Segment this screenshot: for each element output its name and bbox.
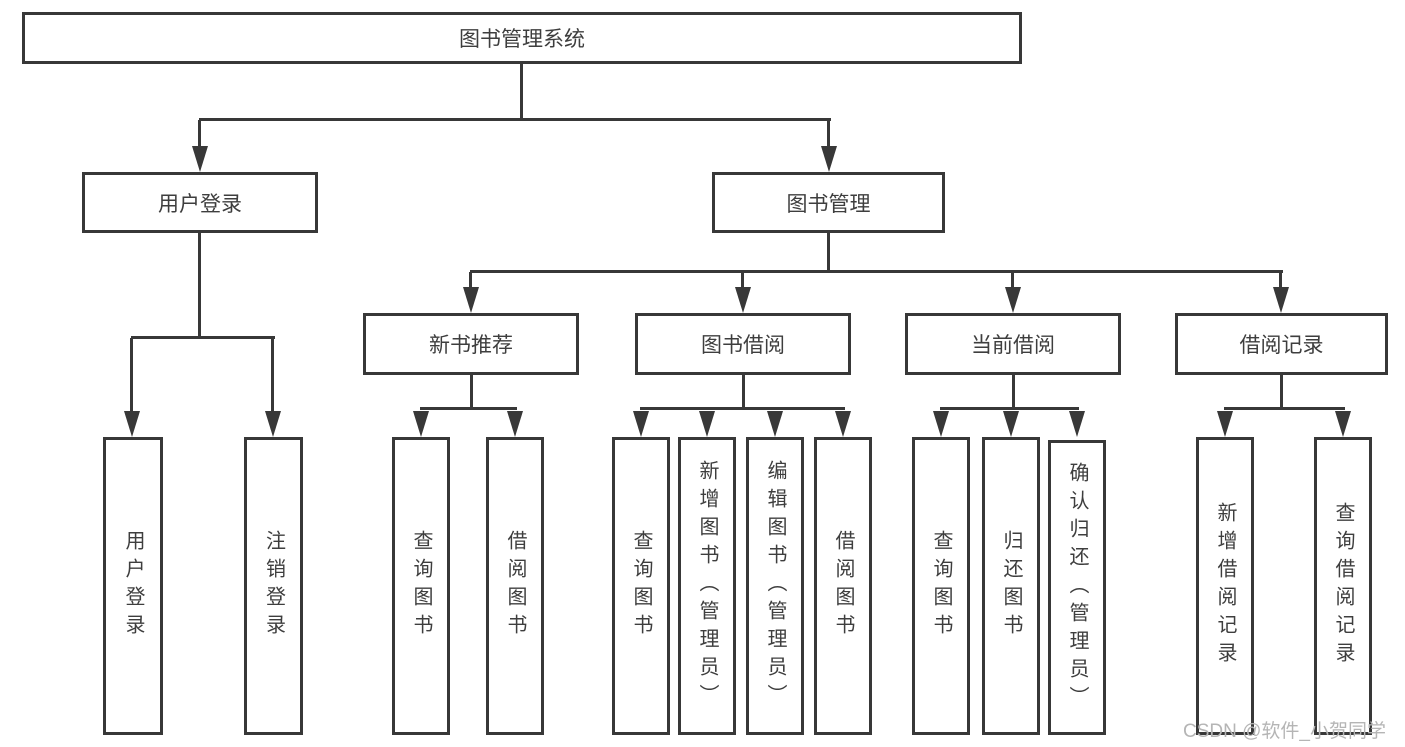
node-label: 编辑图书（管理员） [764, 460, 786, 712]
arrow-down-icon [1335, 411, 1351, 437]
node-label: 新增借阅记录 [1214, 502, 1236, 670]
node-current-borrowing: 当前借阅 [905, 313, 1121, 375]
node-label: 查询图书 [930, 530, 952, 642]
arrow-down-icon [1273, 287, 1289, 313]
connector-login-leaf-stem [130, 338, 133, 414]
node-label: 借阅图书 [504, 530, 526, 642]
connector-logout-leaf-stem [271, 338, 274, 414]
node-book-management: 图书管理 [712, 172, 945, 233]
leaf-return-books: 归还图书 [982, 437, 1040, 735]
arrow-down-icon [507, 411, 523, 437]
connector-borrow-records-rail [1224, 407, 1345, 410]
arrow-down-icon [124, 411, 140, 437]
node-label: 确认归还（管理员） [1066, 461, 1088, 714]
node-label: 归还图书 [1000, 530, 1022, 642]
arrow-down-icon [463, 287, 479, 313]
leaf-query-books-3: 查询图书 [912, 437, 970, 735]
leaf-add-books-admin: 新增图书（管理员） [678, 437, 736, 735]
node-label: 图书借阅 [701, 334, 785, 357]
leaf-user-login: 用户登录 [103, 437, 163, 735]
arrow-down-icon [767, 411, 783, 437]
arrow-down-icon [192, 146, 208, 172]
leaf-confirm-return-admin: 确认归还（管理员） [1048, 440, 1106, 735]
arrow-down-icon [821, 146, 837, 172]
node-book-borrowing: 图书借阅 [635, 313, 851, 375]
connector-book-mgmt-down [827, 233, 830, 270]
leaf-query-borrow-record: 查询借阅记录 [1314, 437, 1372, 735]
connector-book-mgmt-stem [827, 120, 830, 148]
connector-book-borrow-stem [741, 272, 744, 290]
arrow-down-icon [1005, 287, 1021, 313]
node-label: 用户登录 [122, 530, 144, 642]
leaf-borrow-books-2: 借阅图书 [814, 437, 872, 735]
connector-current-borrow-down [1012, 375, 1015, 407]
node-label: 注销登录 [262, 530, 285, 642]
connector-current-borrow-rail [940, 407, 1079, 410]
connector-root-stem [520, 64, 523, 118]
connector-book-borrow-rail [640, 407, 845, 410]
arrow-down-icon [1217, 411, 1233, 437]
arrow-down-icon [1003, 411, 1019, 437]
node-label: 新增图书（管理员） [696, 460, 718, 712]
node-label: 借阅图书 [832, 530, 854, 642]
node-label: 查询图书 [630, 530, 652, 642]
leaf-borrow-books-1: 借阅图书 [486, 437, 544, 735]
connector-book-borrow-down [742, 375, 745, 407]
arrow-down-icon [735, 287, 751, 313]
connector-user-login-rail [131, 336, 275, 339]
connector-new-book-stem [469, 272, 472, 290]
node-label: 借阅记录 [1239, 334, 1324, 357]
node-label: 图书管理 [786, 192, 871, 216]
node-label: 新书推荐 [429, 334, 513, 357]
node-borrowing-records: 借阅记录 [1175, 313, 1388, 375]
leaf-query-books-2: 查询图书 [612, 437, 670, 735]
leaf-edit-books-admin: 编辑图书（管理员） [746, 437, 804, 735]
connector-new-book-rail [420, 407, 517, 410]
arrow-down-icon [933, 411, 949, 437]
node-label: 查询图书 [410, 530, 432, 642]
leaf-query-books-1: 查询图书 [392, 437, 450, 735]
node-label: 当前借阅 [971, 334, 1055, 357]
node-user-login: 用户登录 [82, 172, 318, 233]
node-new-book-recommend: 新书推荐 [363, 313, 579, 375]
connector-borrow-records-stem [1279, 272, 1282, 290]
node-label: 用户登录 [158, 192, 242, 216]
leaf-logout: 注销登录 [244, 437, 303, 735]
leaf-add-borrow-record: 新增借阅记录 [1196, 437, 1254, 735]
connector-root-rail [199, 118, 831, 121]
node-label: 图书管理系统 [459, 28, 585, 51]
arrow-down-icon [265, 411, 281, 437]
arrow-down-icon [699, 411, 715, 437]
connector-borrow-records-down [1280, 375, 1283, 407]
connector-new-book-down [470, 375, 473, 407]
connector-book-mgmt-rail [470, 270, 1283, 273]
connector-current-borrow-stem [1011, 272, 1014, 290]
connector-user-login-down [198, 233, 201, 336]
csdn-watermark: CSDN @软件_小贺同学 [1183, 721, 1386, 742]
arrow-down-icon [835, 411, 851, 437]
connector-user-login-stem [198, 120, 201, 148]
arrow-down-icon [1069, 411, 1085, 437]
node-label: 查询借阅记录 [1332, 502, 1354, 670]
arrow-down-icon [413, 411, 429, 437]
arrow-down-icon [633, 411, 649, 437]
node-library-management-system: 图书管理系统 [22, 12, 1022, 64]
